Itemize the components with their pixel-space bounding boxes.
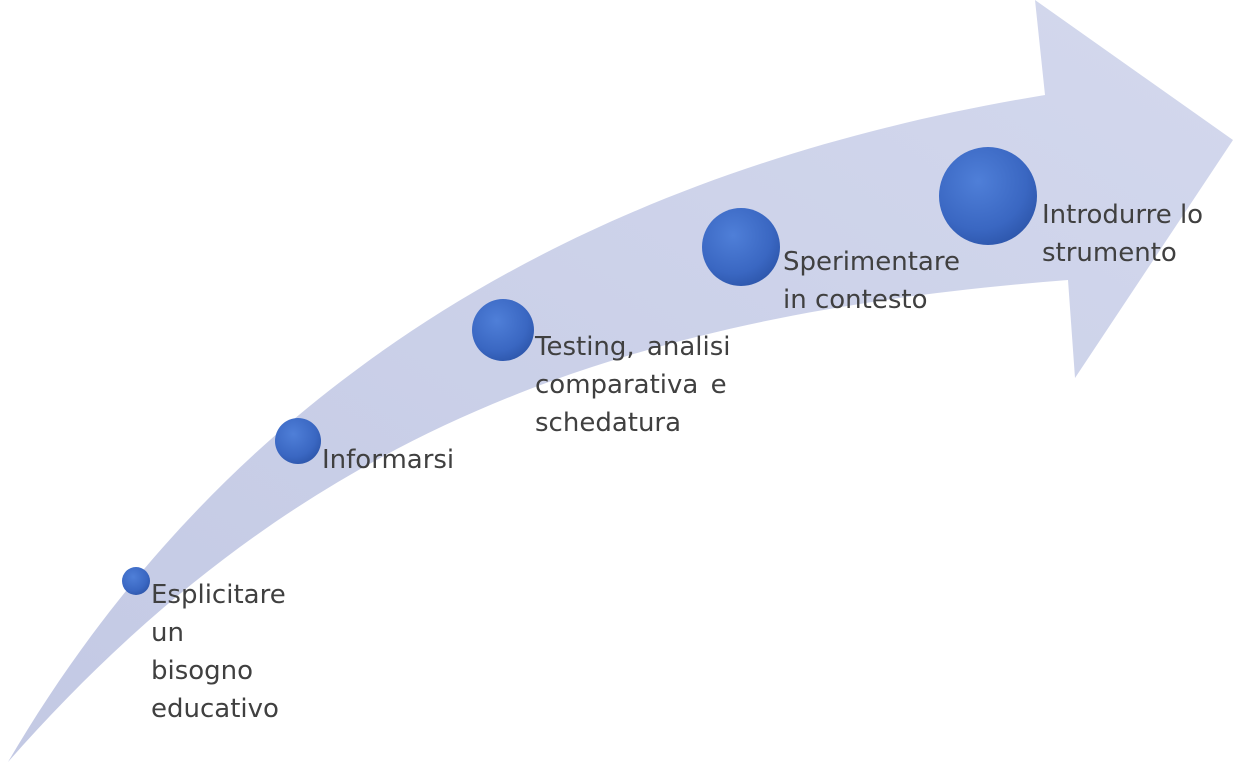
step-label-line: Esplicitare (151, 580, 286, 610)
step-label-line: strumento (1042, 238, 1177, 268)
step-label-line: Introdurre lo (1042, 200, 1204, 230)
step-label-informarsi: Informarsi (322, 441, 454, 479)
step-node-4 (702, 208, 780, 286)
step-label-line: bisogno (151, 656, 254, 686)
step-label-sperimentare: Sperimentare in contesto (783, 243, 960, 319)
step-label-line: Informarsi (322, 445, 455, 475)
step-nodes (122, 147, 1037, 595)
step-node-2 (275, 418, 321, 464)
step-label-line: educativo (151, 694, 279, 724)
step-label-line: Testing, analisi (535, 332, 731, 362)
curved-arrow (8, 0, 1233, 762)
step-label-line: un (151, 618, 184, 648)
step-label-testing: Testing, analisi comparativa e schedatur… (535, 328, 731, 442)
step-node-1 (122, 567, 150, 595)
step-label-line: schedatura (535, 408, 682, 438)
step-node-5 (939, 147, 1037, 245)
step-label-esplicitare: Esplicitare un bisogno educativo (151, 576, 286, 728)
step-label-introdurre: Introdurre lo strumento (1042, 196, 1203, 272)
step-label-line: in contesto (783, 285, 928, 315)
step-label-line: Sperimentare (783, 247, 960, 277)
step-node-3 (472, 299, 534, 361)
step-label-line: comparativa e (535, 370, 727, 400)
